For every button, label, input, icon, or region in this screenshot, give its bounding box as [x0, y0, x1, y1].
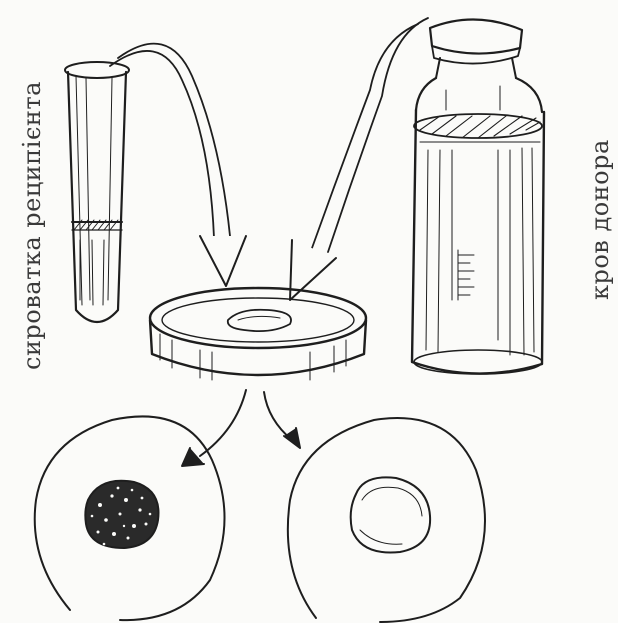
bottle-scale [458, 250, 474, 300]
arrow-to-agglutination [182, 390, 246, 466]
result-no-agglutination [288, 418, 485, 622]
test-tube [65, 62, 129, 322]
arrow-to-no-agglutination [264, 392, 300, 448]
result-agglutination [35, 416, 225, 620]
petri-dish [150, 288, 366, 380]
label-donor-blood: кров донора [586, 139, 614, 300]
blood-bottle [412, 19, 544, 374]
arrow-from-bottle [290, 18, 428, 300]
label-recipient-serum: сироватка реципієнта [18, 81, 46, 370]
arrow-from-tube [110, 44, 246, 286]
